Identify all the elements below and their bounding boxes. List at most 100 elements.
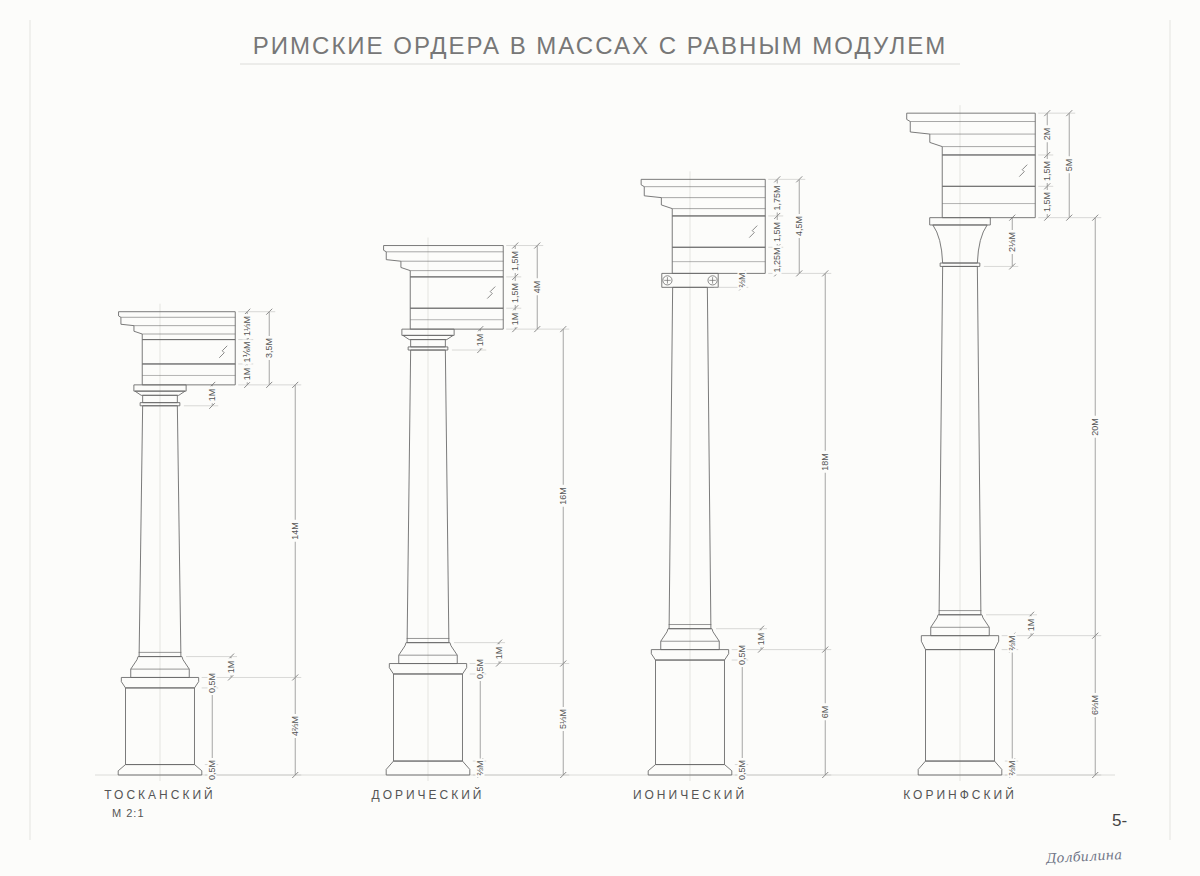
dimension-line	[1012, 636, 1013, 775]
dimension-label: 1⅙М	[243, 339, 252, 364]
pedestal-cornice	[651, 650, 728, 660]
column-base	[931, 615, 990, 636]
extension-line	[1038, 217, 1101, 218]
extension-line	[1005, 775, 1101, 776]
column-base	[131, 657, 190, 678]
pedestal-plinth	[648, 765, 732, 775]
extension-line	[768, 179, 805, 180]
pedestal-plinth	[118, 765, 202, 775]
dimension-label: 1М	[495, 645, 504, 662]
extension-line	[238, 384, 301, 385]
column-base	[661, 629, 720, 650]
frieze	[142, 340, 235, 364]
extension-line	[186, 656, 237, 657]
extension-line	[506, 329, 569, 330]
cornice	[641, 179, 765, 216]
column-shaft	[939, 266, 981, 614]
volute	[663, 276, 672, 285]
extension-line	[1002, 635, 1102, 636]
capital-echinus	[403, 335, 453, 339]
dimension-label: 1,75М	[773, 183, 782, 212]
cornice	[907, 113, 1036, 155]
page-number: 5-	[1112, 812, 1127, 829]
dimension-label: 2⅓М	[1008, 230, 1017, 254]
architrave	[672, 247, 765, 273]
extension-line	[205, 775, 301, 776]
order-name: ДОРИЧЕСКИЙ	[372, 789, 485, 801]
base-line	[661, 641, 720, 642]
cornice	[119, 312, 236, 340]
dimension-label: 16М	[559, 486, 568, 508]
dimension-label: 0,5М	[208, 671, 217, 695]
drawing-group	[30, 20, 1170, 840]
pedestal-die	[394, 674, 463, 761]
dimension-label: 6⅔М	[1091, 693, 1100, 717]
frieze	[942, 155, 1035, 186]
cornice-line	[142, 334, 235, 335]
extension-line	[986, 614, 1037, 615]
cornice	[384, 246, 504, 277]
pedestal-cornice	[921, 636, 998, 650]
dimension-label: 4,5М	[795, 214, 804, 238]
extension-line	[506, 276, 521, 277]
pedestal-die	[126, 688, 195, 765]
fascia-line	[410, 319, 503, 320]
cornice-line	[930, 134, 1035, 135]
dimension-label: 0,5М	[738, 643, 747, 667]
shaft-fillet	[139, 652, 182, 653]
pedestal-die	[656, 660, 725, 765]
axis-line	[690, 171, 691, 781]
column-shaft	[669, 287, 711, 628]
extension-line	[768, 215, 783, 216]
dimension-label: 1М	[227, 659, 236, 676]
cornice-line	[672, 208, 765, 209]
break-mark	[1019, 165, 1027, 177]
column-shaft	[407, 350, 449, 643]
fascia-line	[672, 261, 765, 262]
dimension-label: 0,5М	[738, 758, 747, 782]
extension-line	[1038, 186, 1053, 187]
column-shaft	[139, 406, 181, 657]
architrave	[410, 308, 503, 329]
dimension-label: 4⅔М	[291, 714, 300, 738]
order-name: КОРИНФСКИЙ	[903, 789, 1017, 801]
cornice-line	[401, 261, 503, 262]
dimension-label: 1,5М	[511, 249, 520, 273]
dimension-label: 6М	[821, 704, 830, 721]
capital-neck	[411, 340, 446, 347]
cornice-line	[121, 317, 235, 318]
frieze	[410, 277, 503, 308]
base-line	[931, 627, 990, 628]
dimension-label: 1,5М	[1043, 159, 1052, 183]
capital-abacus	[402, 329, 454, 335]
capital-bell	[933, 225, 987, 263]
dimension-line	[825, 273, 826, 775]
shaft-fillet	[939, 610, 982, 611]
capital-astragal	[140, 403, 180, 406]
break-mark	[219, 346, 227, 358]
construction-line	[240, 64, 960, 65]
extension-line	[984, 266, 1018, 267]
extension-line	[1038, 113, 1075, 114]
dimension-label: ⅔М	[738, 271, 747, 290]
dimension-label: 3,5М	[265, 336, 274, 360]
extension-line	[202, 677, 302, 678]
capital-abacus	[930, 218, 991, 225]
extension-line	[716, 628, 767, 629]
dimension-label: 1,5М	[511, 281, 520, 305]
cornice-line	[134, 325, 235, 326]
dimension-label: ⅔М	[476, 759, 485, 778]
pedestal-plinth	[918, 761, 1002, 775]
volute-cross	[667, 277, 668, 283]
architrave	[942, 186, 1035, 217]
dimension-label: 1М	[243, 366, 252, 383]
extension-line	[732, 649, 832, 650]
dimension-label: 14М	[291, 520, 300, 542]
frieze	[672, 216, 765, 247]
dimension-label: ⅔М	[1008, 759, 1017, 778]
cornice-line	[644, 186, 765, 187]
cornice-line	[410, 270, 503, 271]
dimension-label: 5М	[1065, 157, 1074, 174]
cornice-line	[942, 146, 1035, 147]
